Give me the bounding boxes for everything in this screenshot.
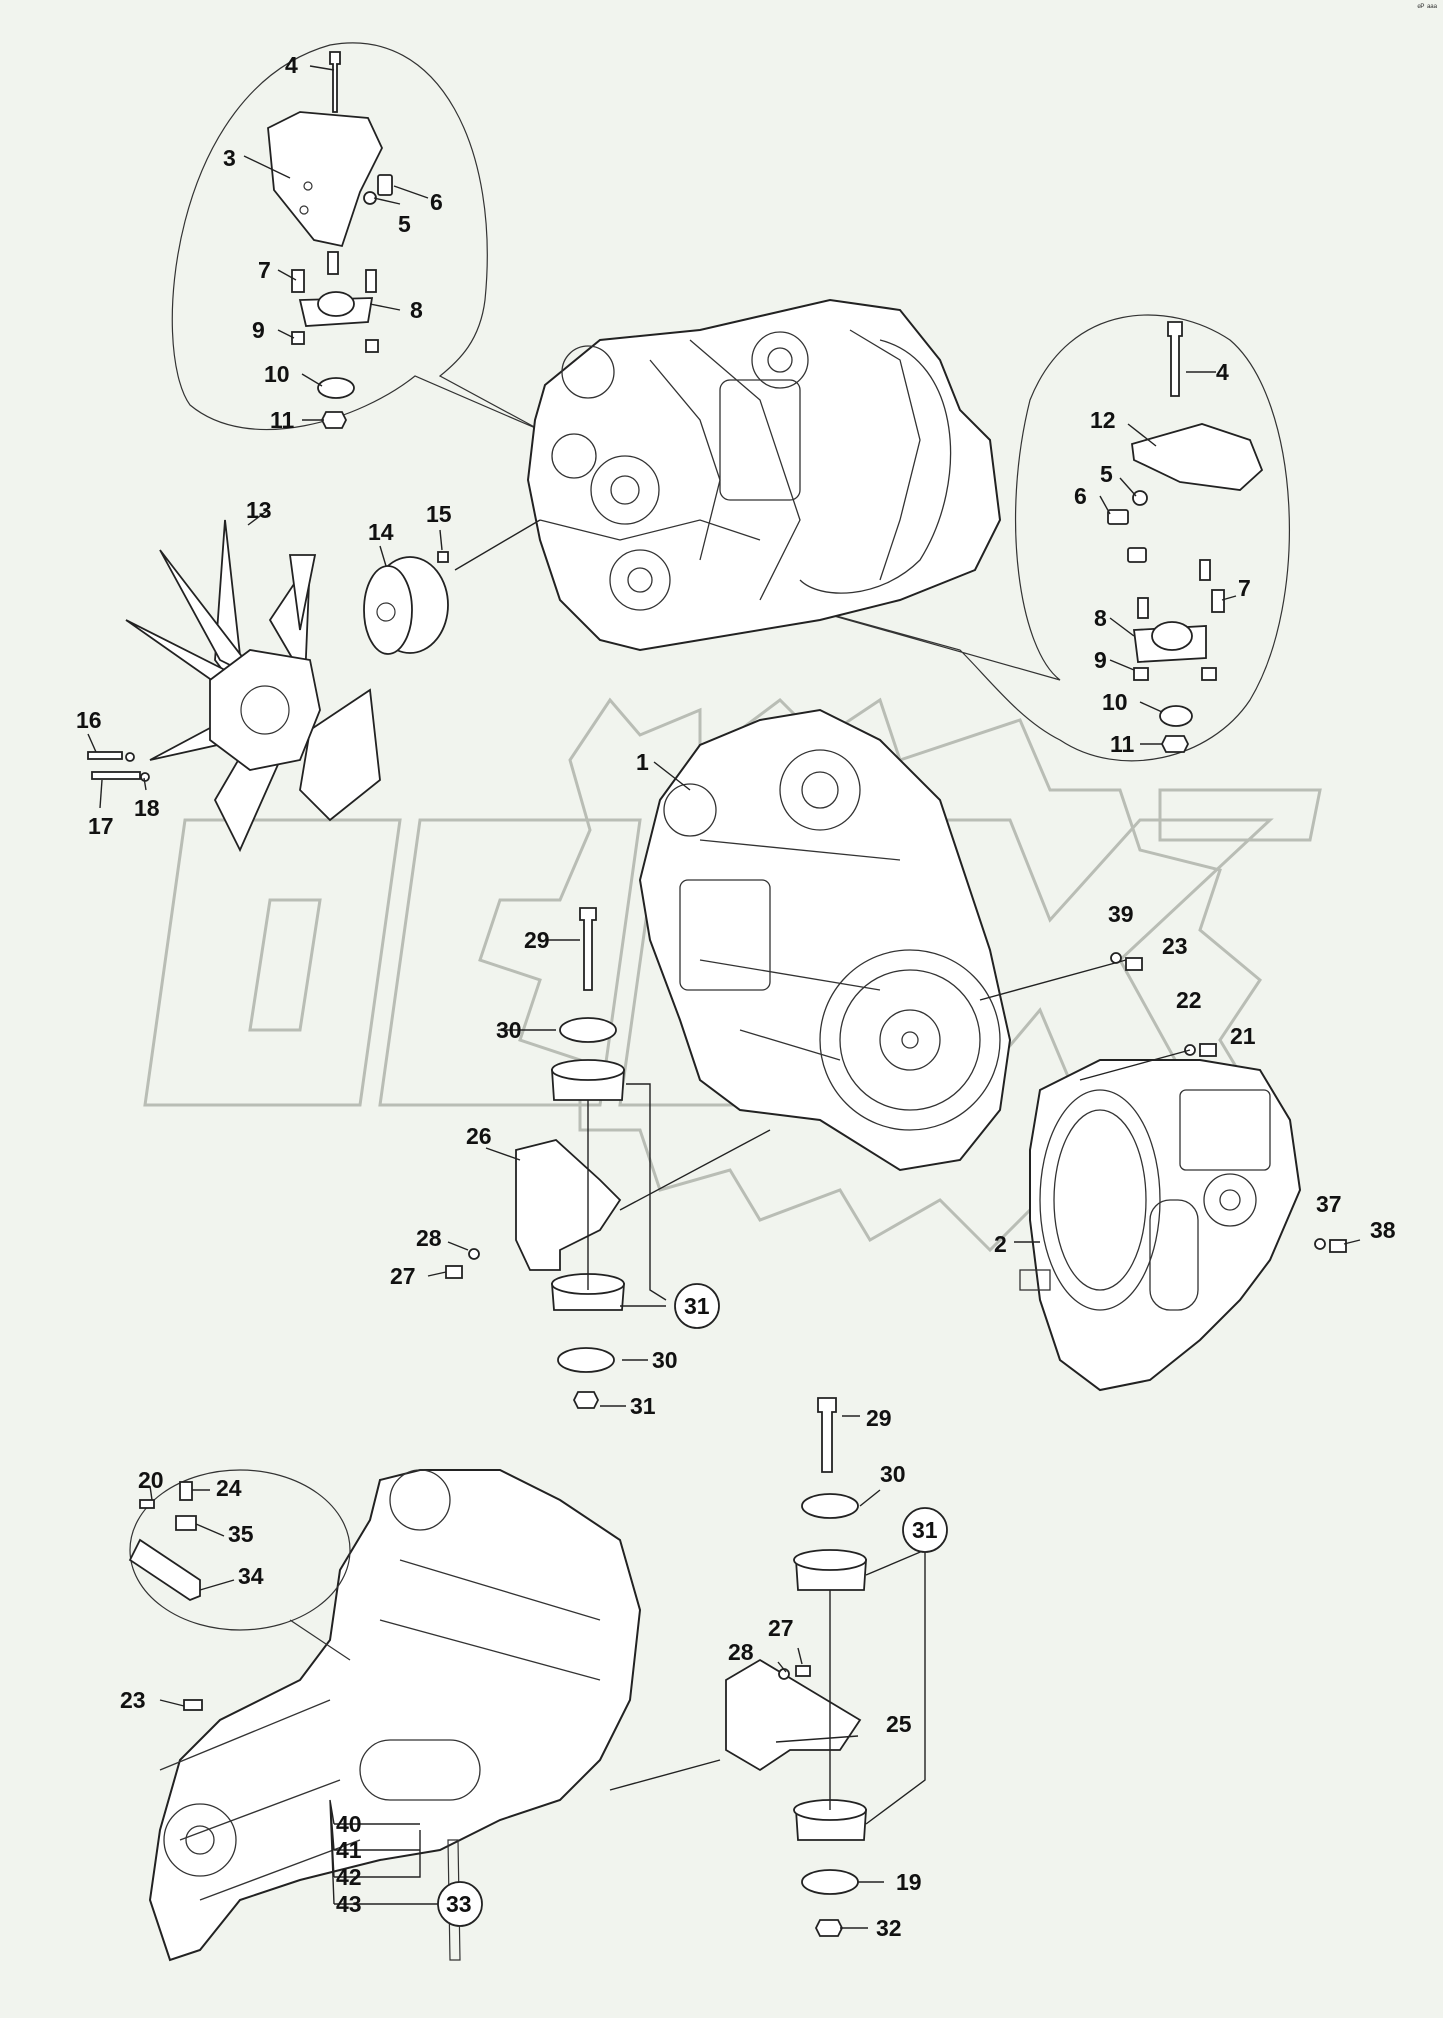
- callout-8a: 8: [410, 297, 423, 323]
- callout-18: 18: [134, 795, 160, 821]
- bolt-23: [1125, 957, 1143, 971]
- callout-7b: 7: [1238, 575, 1251, 601]
- callout-12: 12: [1090, 407, 1116, 433]
- callout-25: 25: [886, 1711, 912, 1737]
- bolt-4b: [1167, 321, 1183, 397]
- callout-11a: 11: [270, 407, 295, 433]
- callout-8b: 8: [1094, 605, 1107, 631]
- callout-33: 33: [446, 1891, 472, 1917]
- bolt-7: [291, 269, 305, 293]
- callout-24: 24: [216, 1475, 242, 1501]
- bracket-3: [267, 111, 383, 248]
- callout-9b: 9: [1094, 647, 1107, 673]
- callout-5b: 5: [1100, 461, 1113, 487]
- callout-30a: 30: [496, 1017, 522, 1043]
- callout-15: 15: [426, 501, 452, 527]
- washer-37: [1314, 1238, 1326, 1250]
- callout-circle-33: [437, 1881, 483, 1927]
- callout-27a: 27: [390, 1263, 416, 1289]
- washer-10: [317, 377, 355, 399]
- nut-9: [291, 331, 305, 345]
- callout-32: 32: [876, 1915, 902, 1941]
- detail-bubble-bracket: [128, 1469, 351, 1661]
- callout-17: 17: [88, 813, 114, 839]
- callout-38: 38: [1370, 1217, 1396, 1243]
- callout-35: 35: [228, 1521, 254, 1547]
- callout-9a: 9: [252, 317, 265, 343]
- callout-1: 1: [636, 749, 649, 775]
- callout-5a: 5: [398, 211, 411, 237]
- callout-39: 39: [1108, 901, 1134, 927]
- callout-23a: 23: [1162, 933, 1188, 959]
- callout-23b: 23: [120, 1687, 146, 1713]
- nut-11b: [1160, 735, 1190, 753]
- callout-circle-31a: [674, 1283, 720, 1329]
- cooling-fan-13: [125, 519, 381, 853]
- callout-4b: 4: [1216, 359, 1229, 385]
- callout-13: 13: [246, 497, 272, 523]
- callout-30b: 30: [652, 1347, 678, 1373]
- callout-37: 37: [1316, 1191, 1342, 1217]
- callout-22: 22: [1176, 987, 1202, 1013]
- bolt-21: [1199, 1043, 1217, 1057]
- callout-4a: 4: [285, 52, 298, 78]
- callout-14: 14: [368, 519, 394, 545]
- callout-2: 2: [994, 1231, 1007, 1257]
- detail-bubble-front-mount: [171, 42, 541, 431]
- callout-20: 20: [138, 1467, 164, 1493]
- callout-11b: 11: [1110, 731, 1135, 757]
- callout-circle-31c: [902, 1507, 948, 1553]
- callout-28a: 28: [416, 1225, 442, 1251]
- callout-16: 16: [76, 707, 102, 733]
- callout-10a: 10: [264, 361, 290, 387]
- callout-34: 34: [238, 1563, 264, 1589]
- engine-top: [526, 298, 1002, 652]
- callout-30c: 30: [880, 1461, 906, 1487]
- callout-29a: 29: [524, 927, 550, 953]
- plate-12: [1131, 423, 1264, 491]
- callout-6a: 6: [430, 189, 443, 215]
- detail-bubble-rear-mount: [759, 314, 1290, 762]
- callout-31a: 31: [684, 1293, 710, 1319]
- callout-21: 21: [1230, 1023, 1256, 1049]
- circled-callouts: [437, 1283, 948, 1927]
- transmission-2: [1019, 1059, 1302, 1392]
- callout-27b: 27: [768, 1615, 794, 1641]
- callout-41: 41: [336, 1837, 362, 1863]
- bolt-23-bottom: [183, 1699, 203, 1711]
- nut-15: [437, 551, 449, 563]
- callout-31b: 31: [630, 1393, 656, 1419]
- callout-10b: 10: [1102, 689, 1128, 715]
- callout-40: 40: [336, 1811, 362, 1837]
- bolt-6: [377, 174, 393, 196]
- nut-11: [320, 411, 348, 429]
- lower-mount-stack: [609, 1397, 867, 1937]
- bolt-38: [1329, 1239, 1347, 1253]
- bolt-6b: [1107, 509, 1129, 525]
- nut-9b: [1133, 667, 1149, 681]
- callout-42: 42: [336, 1864, 362, 1890]
- washer-10b: [1159, 705, 1193, 727]
- callout-labels: 4 3 6 5 7 8 9 10 11 4 12 5 6 7 8 9 10 11…: [76, 52, 1396, 1941]
- fan-hub-14: [363, 556, 449, 655]
- callout-29b: 29: [866, 1405, 892, 1431]
- callout-28b: 28: [728, 1639, 754, 1665]
- callout-19: 19: [896, 1869, 922, 1895]
- fan-bolts-16-17-18: [87, 751, 150, 782]
- callout-31c: 31: [912, 1517, 938, 1543]
- callout-3: 3: [223, 145, 236, 171]
- callout-6b: 6: [1074, 483, 1087, 509]
- callout-43: 43: [336, 1891, 362, 1917]
- engine-bottom: [148, 1469, 642, 1962]
- corner-mark: ᵉᴾ ᵃᵃᵃ: [1417, 2, 1437, 12]
- leader-lines: [87, 65, 1361, 1929]
- bolt-4: [329, 51, 341, 113]
- bolt-7b: [1211, 589, 1225, 613]
- callout-7a: 7: [258, 257, 271, 283]
- center-mount-stack: [445, 907, 771, 1409]
- callout-26: 26: [466, 1123, 492, 1149]
- engine-center: [638, 708, 1012, 1172]
